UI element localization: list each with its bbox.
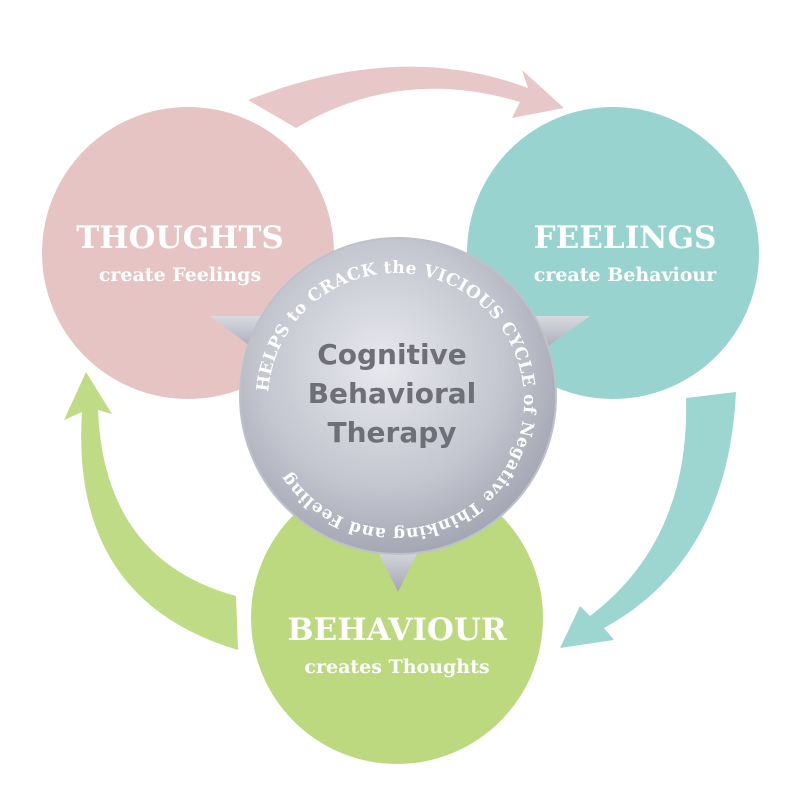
arrow-thoughts-to-feelings	[248, 66, 564, 128]
center-line1: Cognitive	[317, 338, 467, 371]
feelings-subtitle: create Behaviour	[534, 264, 717, 286]
behaviour-subtitle: creates Thoughts	[304, 656, 489, 678]
thoughts-title: THOUGHTS	[76, 220, 284, 256]
thoughts-subtitle: create Feelings	[99, 264, 261, 286]
pointer-wedge-bottom	[376, 548, 420, 592]
behaviour-circle	[251, 472, 543, 764]
center-circle	[239, 237, 557, 555]
feelings-title: FEELINGS	[534, 220, 717, 256]
center-line2: Behavioral	[308, 377, 477, 410]
center-line3: Therapy	[327, 416, 456, 449]
behaviour-title: BEHAVIOUR	[287, 612, 507, 648]
arrow-feelings-to-behaviour	[560, 392, 736, 648]
arrow-behaviour-to-thoughts	[64, 372, 238, 650]
